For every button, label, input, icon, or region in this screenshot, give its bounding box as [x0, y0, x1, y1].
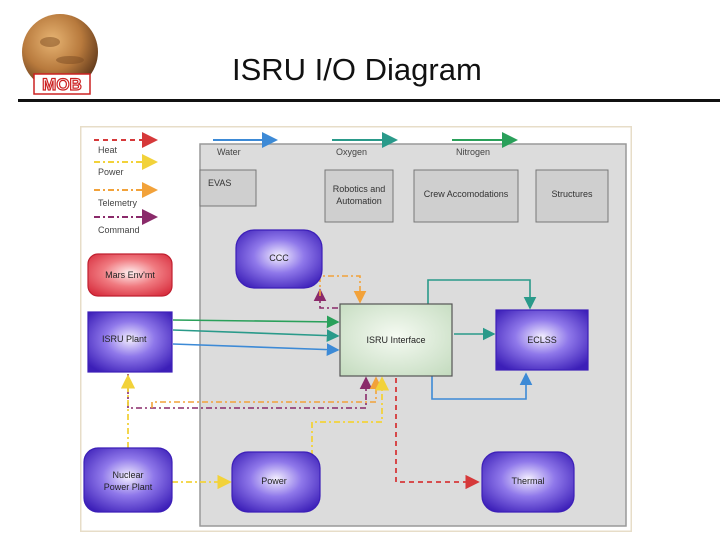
legend-oxygen: Oxygen [336, 147, 367, 157]
mars-env-label: Mars Env'mt [105, 270, 155, 280]
nuclear-node [83, 447, 173, 513]
logo-text: MOB [42, 75, 82, 94]
evas-box [199, 169, 257, 207]
isru-plant-node [87, 311, 173, 373]
power-node [231, 451, 321, 513]
nuclear-label-2: Power Plant [104, 482, 153, 492]
structures-box [535, 169, 609, 223]
legend-water: Water [217, 147, 241, 157]
logo-label-box [33, 73, 91, 95]
legend-heat: Heat [98, 145, 118, 155]
robotics-label-2: Automation [336, 196, 382, 206]
flow-lines [120, 275, 537, 490]
ccc-node [235, 229, 323, 289]
legend-telemetry: Telemetry [98, 198, 138, 208]
thermal-label: Thermal [511, 476, 544, 486]
isru-plant-label: ISRU Plant [102, 334, 147, 344]
isru-interface-label: ISRU Interface [366, 335, 425, 345]
page-title: ISRU I/O Diagram [232, 52, 482, 87]
ccc-label: CCC [269, 253, 289, 263]
nuclear-label-1: Nuclear [112, 470, 143, 480]
mars-globe [22, 14, 98, 90]
title-divider [18, 99, 720, 102]
isru-diagram: Heat Power Telemetry Command Water Oxyge… [80, 126, 632, 532]
legend: Heat Power Telemetry Command Water Oxyge… [94, 132, 518, 235]
structures-label: Structures [551, 189, 593, 199]
thermal-node [481, 451, 575, 513]
legend-command: Command [98, 225, 140, 235]
eclss-label: ECLSS [527, 335, 557, 345]
power-label: Power [261, 476, 287, 486]
legend-nitrogen: Nitrogen [456, 147, 490, 157]
mars-env-node [87, 253, 173, 297]
mob-logo: MOB [18, 12, 102, 96]
robotics-box [324, 169, 394, 223]
eclss-node [495, 309, 589, 371]
robotics-label-1: Robotics and [333, 184, 386, 194]
isru-interface-node [339, 303, 453, 377]
evas-label: EVAS [208, 178, 231, 188]
crew-label: Crew Accomodations [424, 189, 509, 199]
legend-power: Power [98, 167, 124, 177]
crew-box [413, 169, 519, 223]
